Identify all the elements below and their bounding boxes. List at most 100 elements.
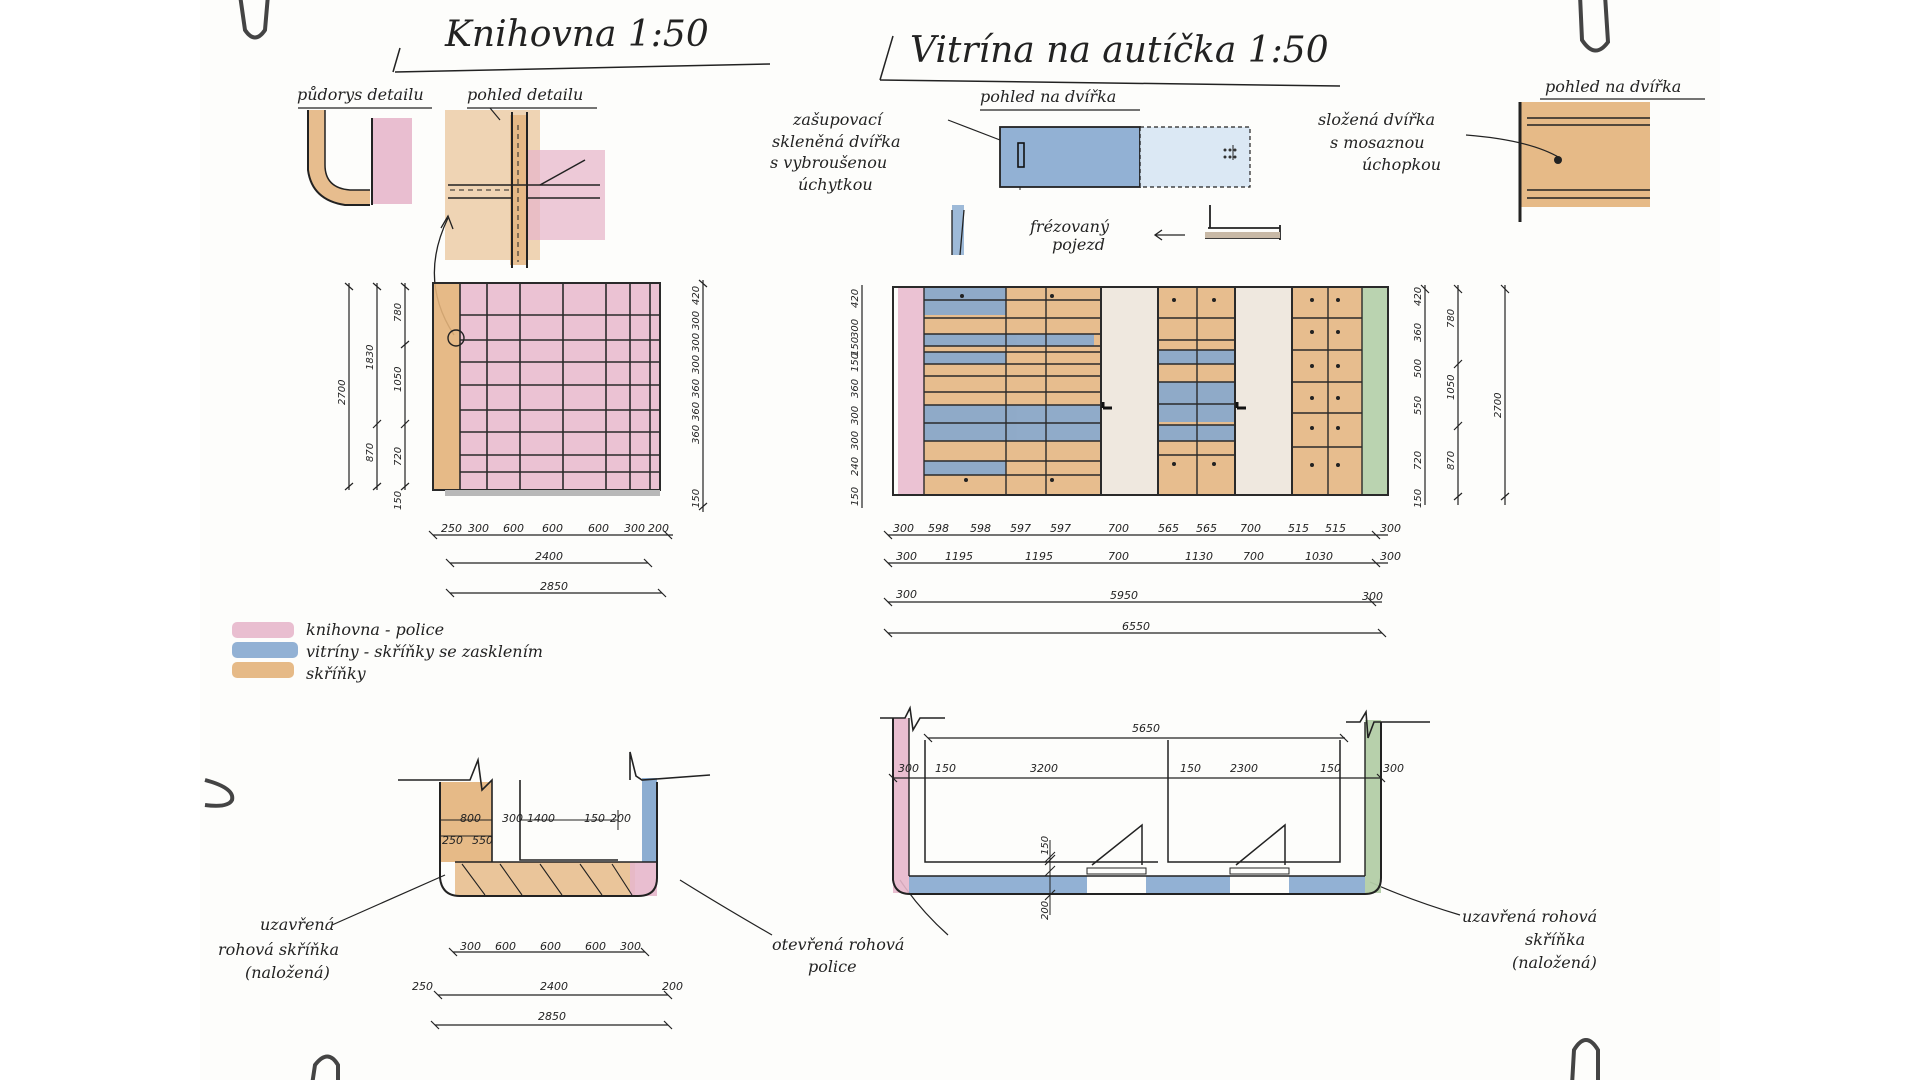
dim-kn-w1: 300 xyxy=(468,522,489,535)
label-pudorys-detailu: půdorys detailu xyxy=(297,85,424,104)
dim-vp-d: 3200 xyxy=(1030,762,1058,775)
folding-door-sketch xyxy=(1465,102,1650,222)
svg-text:police: police xyxy=(808,957,857,976)
title-knihovna-tick xyxy=(392,47,401,73)
binder-clip-top-right xyxy=(1578,0,1611,53)
label-pohled-detailu: pohled detailu xyxy=(467,85,583,104)
dim-kp-d: 1400 xyxy=(527,812,555,825)
dim-kp-w1: 300 xyxy=(460,940,481,953)
dim-vp-v: 150 xyxy=(1040,836,1051,855)
dim-kn-hr: 360 xyxy=(691,379,702,398)
title-knihovna: Knihovna 1:50 xyxy=(444,14,709,55)
dim-vi-w2: 700 xyxy=(1108,550,1129,563)
dim-vi-hl: 420 xyxy=(850,289,861,308)
dim-vi-hl: 150 xyxy=(850,353,861,372)
dim-kp-d: 300 xyxy=(502,812,523,825)
dim-vi-w3: 300 xyxy=(896,588,917,601)
dim-kp-d: 150 xyxy=(584,812,605,825)
dim-kn-hr: 150 xyxy=(691,489,702,508)
svg-text:frézovaný: frézovaný xyxy=(1029,217,1110,236)
knihovna-elevation xyxy=(432,282,661,496)
dim-kp-w1: 600 xyxy=(540,940,561,953)
dim-kp-d2: 550 xyxy=(472,834,493,847)
dim-kn-hm: 1050 xyxy=(393,367,404,392)
title-vitrina-underline xyxy=(879,79,1341,87)
dim-kn-hm: 780 xyxy=(393,303,404,322)
dim-vi-w2: 1195 xyxy=(945,550,973,563)
svg-text:rohová skříňka: rohová skříňka xyxy=(218,940,339,959)
detail-pointer-arrowhead xyxy=(440,214,454,230)
dim-vp-d: 300 xyxy=(1383,762,1404,775)
annotation-uzavrena-rohova-left: uzavřená rohová skříňka (naložená) xyxy=(218,874,446,982)
dim-kp-w2: 2400 xyxy=(540,980,568,993)
dim-vi-hr2: 780 xyxy=(1446,309,1457,328)
dim-vi-w4: 6550 xyxy=(1122,620,1150,633)
dim-vi-w1: 565 xyxy=(1158,522,1179,535)
title-vitrina: Vitrína na autíčka 1:50 xyxy=(910,30,1329,71)
dim-kn-hr: 360 xyxy=(691,402,702,421)
dim-vi-w1: 300 xyxy=(893,522,914,535)
dim-vp-top: 5650 xyxy=(1132,722,1160,735)
dimension-lines xyxy=(344,279,1510,1030)
dim-vi-w3: 5950 xyxy=(1110,589,1138,602)
svg-text:úchytkou: úchytkou xyxy=(798,175,873,194)
svg-text:pojezd: pojezd xyxy=(1052,235,1105,254)
dim-kn-hr: 300 xyxy=(691,311,702,330)
binder-clip-bottom-left xyxy=(310,1054,340,1080)
dim-kp-w1: 600 xyxy=(495,940,516,953)
dim-kn-hr: 300 xyxy=(691,355,702,374)
dim-vi-hl: 240 xyxy=(850,457,861,476)
dim-vi-hr1: 420 xyxy=(1413,287,1424,306)
dim-vi-hl: 150 xyxy=(850,487,861,506)
dim-vi-w1: 598 xyxy=(970,522,991,535)
binder-clip-bottom-right xyxy=(1570,1038,1600,1080)
dim-vi-hl: 300 xyxy=(850,319,861,338)
dim-vi-hl: 360 xyxy=(850,379,861,398)
dim-vi-hr1: 500 xyxy=(1413,359,1424,378)
dim-vi-hl: 300 xyxy=(850,431,861,450)
label-pohled-na-dvirka-1: pohled na dvířka xyxy=(980,87,1116,106)
label-pohled-na-dvirka-2: pohled na dvířka xyxy=(1545,77,1681,96)
sliding-door-sketch xyxy=(947,119,1281,256)
vitrina-elevation xyxy=(892,286,1389,496)
svg-text:složená dvířka: složená dvířka xyxy=(1318,110,1435,129)
dim-vi-w1: 700 xyxy=(1240,522,1261,535)
dim-vp-v: 200 xyxy=(1040,901,1051,920)
dim-vi-w1: 565 xyxy=(1196,522,1217,535)
svg-text:zašupovací: zašupovací xyxy=(792,110,884,129)
dim-vi-w3: 300 xyxy=(1362,590,1383,603)
svg-text:skleněná dvířka: skleněná dvířka xyxy=(772,132,900,151)
dim-kn-w1: 600 xyxy=(503,522,524,535)
svg-text:s vybroušenou: s vybroušenou xyxy=(770,153,887,172)
dim-kn-hr: 420 xyxy=(691,286,702,305)
binder-clip-top-left xyxy=(238,0,270,40)
dim-vp-d: 150 xyxy=(1320,762,1341,775)
dim-vi-hr2: 870 xyxy=(1446,451,1457,470)
dim-vi-w1: 515 xyxy=(1288,522,1309,535)
legend-swatch-blue xyxy=(232,642,298,658)
dim-vi-hr1: 550 xyxy=(1413,396,1424,415)
dim-vi-hl: 150 xyxy=(850,337,861,356)
dim-vi-w2: 700 xyxy=(1243,550,1264,563)
dim-kn-w2: 2400 xyxy=(535,550,563,563)
dim-kn-w1: 300 xyxy=(624,522,645,535)
dim-kn-w1: 250 xyxy=(441,522,462,535)
dim-kp-d2: 250 xyxy=(442,834,463,847)
dim-vi-w2: 1130 xyxy=(1185,550,1213,563)
dim-vi-w2: 300 xyxy=(1380,550,1401,563)
dim-vi-w1: 700 xyxy=(1108,522,1129,535)
dim-kn-w1: 600 xyxy=(588,522,609,535)
svg-text:s mosaznou: s mosaznou xyxy=(1330,133,1425,152)
title-vitrina-tick xyxy=(879,35,894,81)
annotation-skladana-dvirka: složená dvířka s mosaznou úchopkou xyxy=(1318,110,1441,174)
annotation-frezovany-pojezd: frézovaný pojezd xyxy=(1029,217,1110,254)
svg-text:(naložená): (naložená) xyxy=(245,963,330,982)
annotation-zasuvne-dvirka: zašupovací skleněná dvířka s vybroušenou… xyxy=(770,110,900,194)
detail-pohled-sketch xyxy=(445,107,605,268)
dim-vi-w1: 515 xyxy=(1325,522,1346,535)
svg-text:uzavřená rohová: uzavřená rohová xyxy=(1462,907,1597,926)
dim-vi-w2: 1195 xyxy=(1025,550,1053,563)
legend-swatch-pink xyxy=(232,622,294,638)
annotation-uzavrena-rohova-right: uzavřená rohová skříňka (naložená) xyxy=(1369,881,1597,972)
